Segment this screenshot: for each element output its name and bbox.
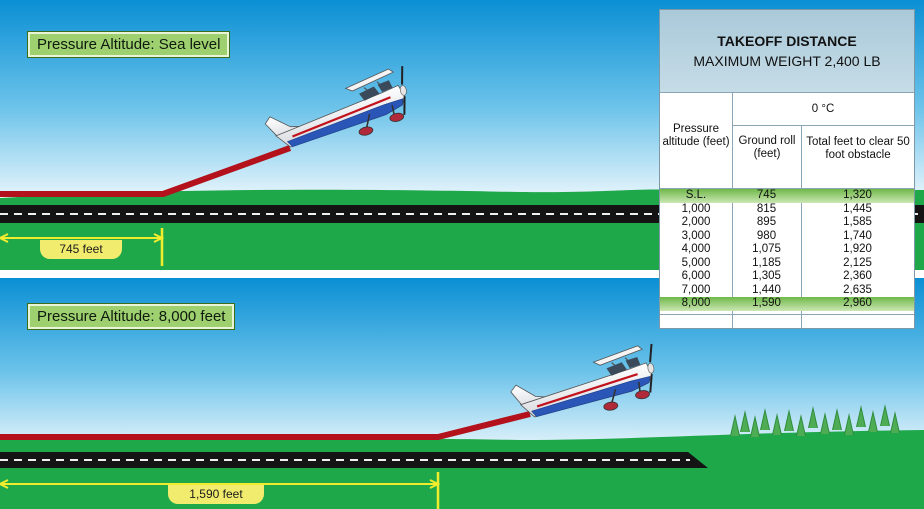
column-header-altitude: Pressure altitude (feet) <box>662 123 730 148</box>
table-rule <box>660 92 914 93</box>
table-row: 8,000 1,590 2,960 <box>660 297 914 311</box>
cell-ground-roll: 745 <box>756 189 777 201</box>
panel-divider <box>0 270 924 278</box>
cell-total: 2,125 <box>843 256 872 269</box>
grass-bottom <box>0 430 924 509</box>
cell-altitude: 6,000 <box>681 270 711 282</box>
column-header-total: Total feet to clear 50 foot obstacle <box>806 136 910 161</box>
arrowhead-left-top <box>0 233 9 243</box>
cell-altitude: 2,000 <box>681 216 711 228</box>
cell-ground-roll: 1,305 <box>752 270 781 282</box>
arrowhead-left-bottom <box>0 479 9 489</box>
ground-roll-label-sea-level: 745 feet <box>40 240 122 259</box>
cell-altitude: S.L. <box>685 189 707 201</box>
table-row: 5,000 1,185 2,125 <box>660 257 914 271</box>
takeoff-distance-table: TAKEOFF DISTANCE MAXIMUM WEIGHT 2,400 LB… <box>659 9 915 329</box>
table-row: S.L. 745 1,320 <box>660 189 914 203</box>
cell-ground-roll: 895 <box>756 216 777 228</box>
column-header-ground-roll: Ground roll (feet) <box>738 135 796 160</box>
cell-ground-roll: 1,185 <box>752 256 781 269</box>
table-row: 2,000 895 1,585 <box>660 216 914 230</box>
altitude-label-8000: Pressure Altitude: 8,000 feet <box>27 303 236 330</box>
cell-total: 1,585 <box>843 216 872 228</box>
cell-total: 1,320 <box>843 189 872 201</box>
cell-ground-roll: 980 <box>756 229 777 242</box>
cell-ground-roll: 1,590 <box>752 297 781 309</box>
altitude-label-sea-level: Pressure Altitude: Sea level <box>27 31 231 58</box>
table-row: 6,000 1,305 2,360 <box>660 270 914 284</box>
table-row: 1,000 815 1,445 <box>660 203 914 217</box>
table-row: 7,000 1,440 2,635 <box>660 284 914 298</box>
cell-altitude: 1,000 <box>681 202 711 215</box>
table-title: TAKEOFF DISTANCE <box>717 33 857 49</box>
arrowhead-right-top <box>153 233 165 243</box>
cell-total: 2,360 <box>843 270 872 282</box>
takeoff-track-top <box>0 145 292 197</box>
cell-altitude: 3,000 <box>681 229 711 242</box>
cell-ground-roll: 1,075 <box>752 243 781 255</box>
table-rule <box>660 314 914 315</box>
cell-altitude: 8,000 <box>681 297 711 309</box>
table-subtitle: MAXIMUM WEIGHT 2,400 LB <box>693 53 881 69</box>
ground-roll-label-8000: 1,590 feet <box>168 485 264 504</box>
table-header: TAKEOFF DISTANCE MAXIMUM WEIGHT 2,400 LB <box>660 10 914 92</box>
table-row: 3,000 980 1,740 <box>660 230 914 244</box>
cell-altitude: 7,000 <box>681 283 711 296</box>
cell-ground-roll: 1,440 <box>752 283 781 296</box>
cell-total: 1,740 <box>843 229 872 242</box>
cell-total: 2,960 <box>843 297 872 309</box>
arrowhead-right-bottom <box>429 479 441 489</box>
cell-total: 2,635 <box>843 283 872 296</box>
table-rule <box>732 125 914 126</box>
cell-total: 1,920 <box>843 243 872 255</box>
table-column-rule <box>732 92 733 328</box>
table-rule <box>660 188 914 189</box>
table-row: 4,000 1,075 1,920 <box>660 243 914 257</box>
cell-altitude: 5,000 <box>681 256 711 269</box>
cell-total: 1,445 <box>843 202 872 215</box>
cell-altitude: 4,000 <box>681 243 711 255</box>
table-column-rule <box>801 125 802 328</box>
cell-ground-roll: 815 <box>756 202 777 215</box>
takeoff-track-bottom <box>0 411 531 440</box>
temperature-header: 0 °C <box>811 103 835 115</box>
